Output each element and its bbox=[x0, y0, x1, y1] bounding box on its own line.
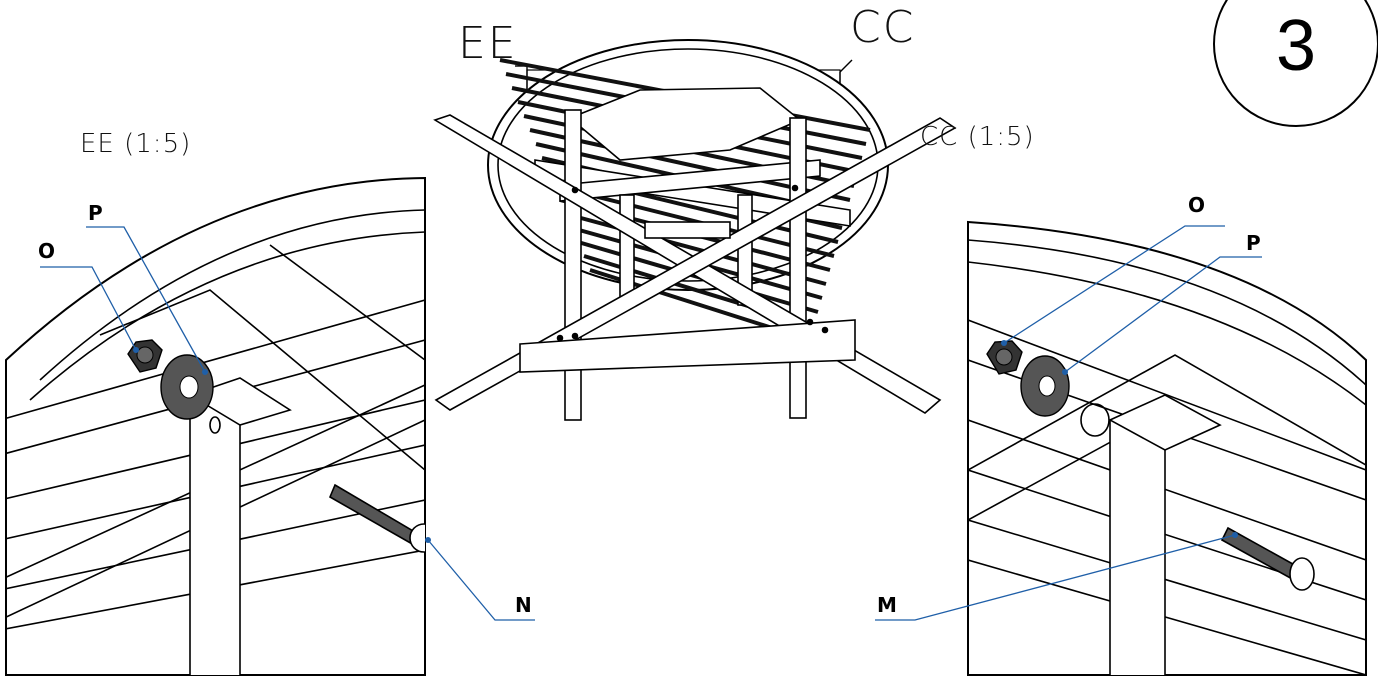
detail-view-cc: CC (1:5) bbox=[875, 122, 1367, 676]
hex-nut-o-right bbox=[986, 340, 1023, 375]
step-number: 3 bbox=[1276, 6, 1316, 86]
washer-p-right bbox=[1020, 355, 1070, 417]
label-washer-p-left: P bbox=[88, 201, 103, 225]
detail-caption-ee: EE (1:5) bbox=[80, 129, 191, 159]
table-slat bbox=[565, 212, 827, 286]
label-washer-p-right: P bbox=[1246, 231, 1261, 255]
step-badge: 3 bbox=[1213, 0, 1378, 127]
washer-p-left bbox=[160, 354, 214, 420]
detail-caption-cc: CC (1:5) bbox=[920, 122, 1035, 152]
label-bolt-n: N bbox=[515, 593, 532, 617]
label-nut-o-right: O bbox=[1188, 193, 1205, 217]
table-underside-view bbox=[433, 39, 957, 421]
label-bolt-m: M bbox=[877, 593, 897, 617]
label-nut-o-left: O bbox=[38, 239, 55, 263]
view-title-cc: CC bbox=[850, 2, 915, 53]
detail-view-ee: EE (1:5) bbox=[5, 129, 535, 676]
